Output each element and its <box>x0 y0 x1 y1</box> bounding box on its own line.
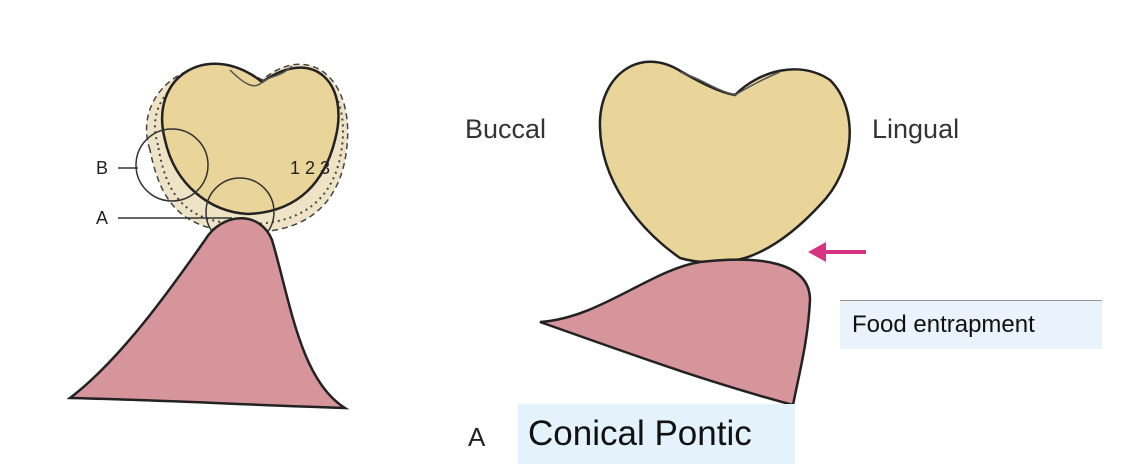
label-buccal: Buccal <box>465 114 547 144</box>
label-b: B <box>96 158 109 178</box>
food-entrapment-callout: Food entrapment <box>840 300 1102 349</box>
right-gum <box>539 258 812 407</box>
label-a: A <box>96 208 109 228</box>
right-tooth <box>598 60 851 264</box>
label-lingual: Lingual <box>872 114 960 144</box>
left-gum <box>66 217 350 410</box>
left-tooth-groove <box>229 65 293 87</box>
figure-letter: A <box>468 422 486 452</box>
food-entrapment-arrow-head <box>808 242 826 262</box>
label-numbers: 1 2 3 <box>290 158 331 178</box>
diagram-title: Conical Pontic <box>528 414 752 453</box>
food-entrapment-label: Food entrapment <box>852 311 1035 338</box>
title-callout: Conical Pontic <box>518 404 795 464</box>
right-tooth-groove <box>679 71 781 96</box>
circle-b <box>135 128 209 202</box>
